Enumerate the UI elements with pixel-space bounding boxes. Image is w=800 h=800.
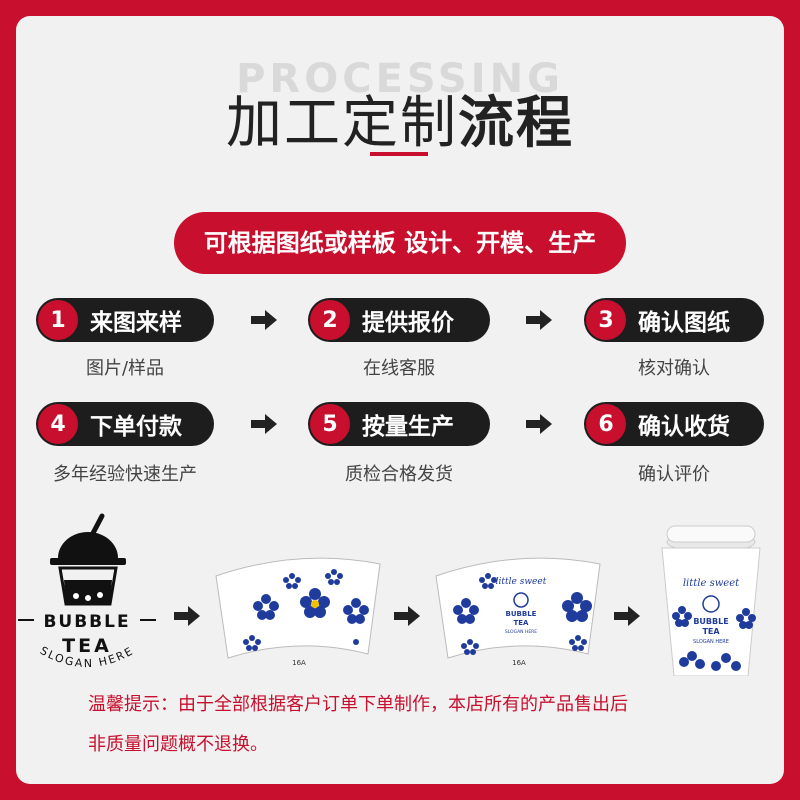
- step-3: 3 确认图纸: [584, 298, 764, 342]
- title-normal: 加工定制: [226, 91, 458, 156]
- header-watermark: PROCESSING: [236, 56, 564, 102]
- notice-line-2: 非质量问题概不退换。: [88, 734, 268, 755]
- step-5: 5 按量生产: [308, 402, 490, 446]
- notice-line-1: 温馨提示：由于全部根据客户订单下单制作，本店所有的产品售出后: [88, 694, 628, 715]
- arrow-right-icon: [526, 414, 552, 434]
- step-2: 2 提供报价: [308, 298, 490, 342]
- page-title: 加工定制流程: [16, 78, 784, 159]
- sheet-brand-line1: BUBBLE: [506, 610, 537, 618]
- bubble-tea-logo: BUBBLE TEA SLOGAN HERE: [18, 513, 156, 670]
- cup-sheet-blank: 16A: [215, 557, 381, 667]
- cup-brand-script: little sweet: [683, 578, 740, 589]
- arrow-right-icon: [174, 606, 200, 626]
- logo-line2: TEA: [62, 635, 112, 657]
- step-3-sub: 核对确认: [638, 358, 710, 379]
- content-panel: PROCESSING 加工定制流程 可根据图纸或样板 设计、开模、生产 1 来图…: [16, 16, 784, 784]
- sheet-size-label: 16A: [292, 659, 306, 667]
- arrow-right-icon: [614, 606, 640, 626]
- title-underline: [370, 152, 428, 156]
- step-number: 4: [38, 404, 78, 444]
- step-label: 提供报价: [362, 310, 454, 336]
- finished-cup: little sweet BUBBLE TEA SLOGAN HERE: [661, 525, 761, 676]
- cup-brand-line2: TEA: [702, 627, 720, 636]
- arrow-right-icon: [526, 310, 552, 330]
- step-number: 6: [586, 404, 626, 444]
- sheet-brand-line2: TEA: [514, 619, 530, 627]
- production-illustration: BUBBLE TEA SLOGAN HERE 16A: [18, 513, 761, 676]
- arrow-right-icon: [394, 606, 420, 626]
- sheet-brand-script: little sweet: [496, 577, 547, 587]
- step-4-sub: 多年经验快速生产: [53, 464, 197, 485]
- step-label: 按量生产: [362, 414, 454, 440]
- cup-sheet-printed: little sweet BUBBLE TEA SLOGAN HERE 16A: [435, 557, 601, 667]
- step-label: 确认收货: [638, 414, 730, 440]
- step-5-sub: 质检合格发货: [345, 464, 453, 485]
- step-6-sub: 确认评价: [638, 464, 710, 485]
- step-label: 确认图纸: [638, 310, 730, 336]
- logo-line1: BUBBLE: [43, 612, 130, 632]
- arrow-right-icon: [251, 310, 277, 330]
- step-number: 1: [38, 300, 78, 340]
- step-4: 4 下单付款: [36, 402, 214, 446]
- cup-brand-line1: BUBBLE: [693, 617, 728, 626]
- arrow-right-icon: [251, 414, 277, 434]
- cup-brand-slogan: SLOGAN HERE: [693, 639, 729, 645]
- sheet-brand-slogan: SLOGAN HERE: [505, 629, 537, 635]
- sheet-size-label: 16A: [512, 659, 526, 667]
- step-2-sub: 在线客服: [363, 358, 435, 379]
- step-number: 2: [310, 300, 350, 340]
- step-6: 6 确认收货: [584, 402, 764, 446]
- title-bold: 流程: [458, 91, 574, 156]
- step-1-sub: 图片/样品: [85, 358, 165, 379]
- step-number: 5: [310, 404, 350, 444]
- step-number: 3: [586, 300, 626, 340]
- step-1: 1 来图来样: [36, 298, 214, 342]
- step-label: 下单付款: [90, 414, 182, 440]
- step-label: 来图来样: [90, 310, 182, 336]
- subtitle-pill: 可根据图纸或样板 设计、开模、生产: [174, 212, 626, 274]
